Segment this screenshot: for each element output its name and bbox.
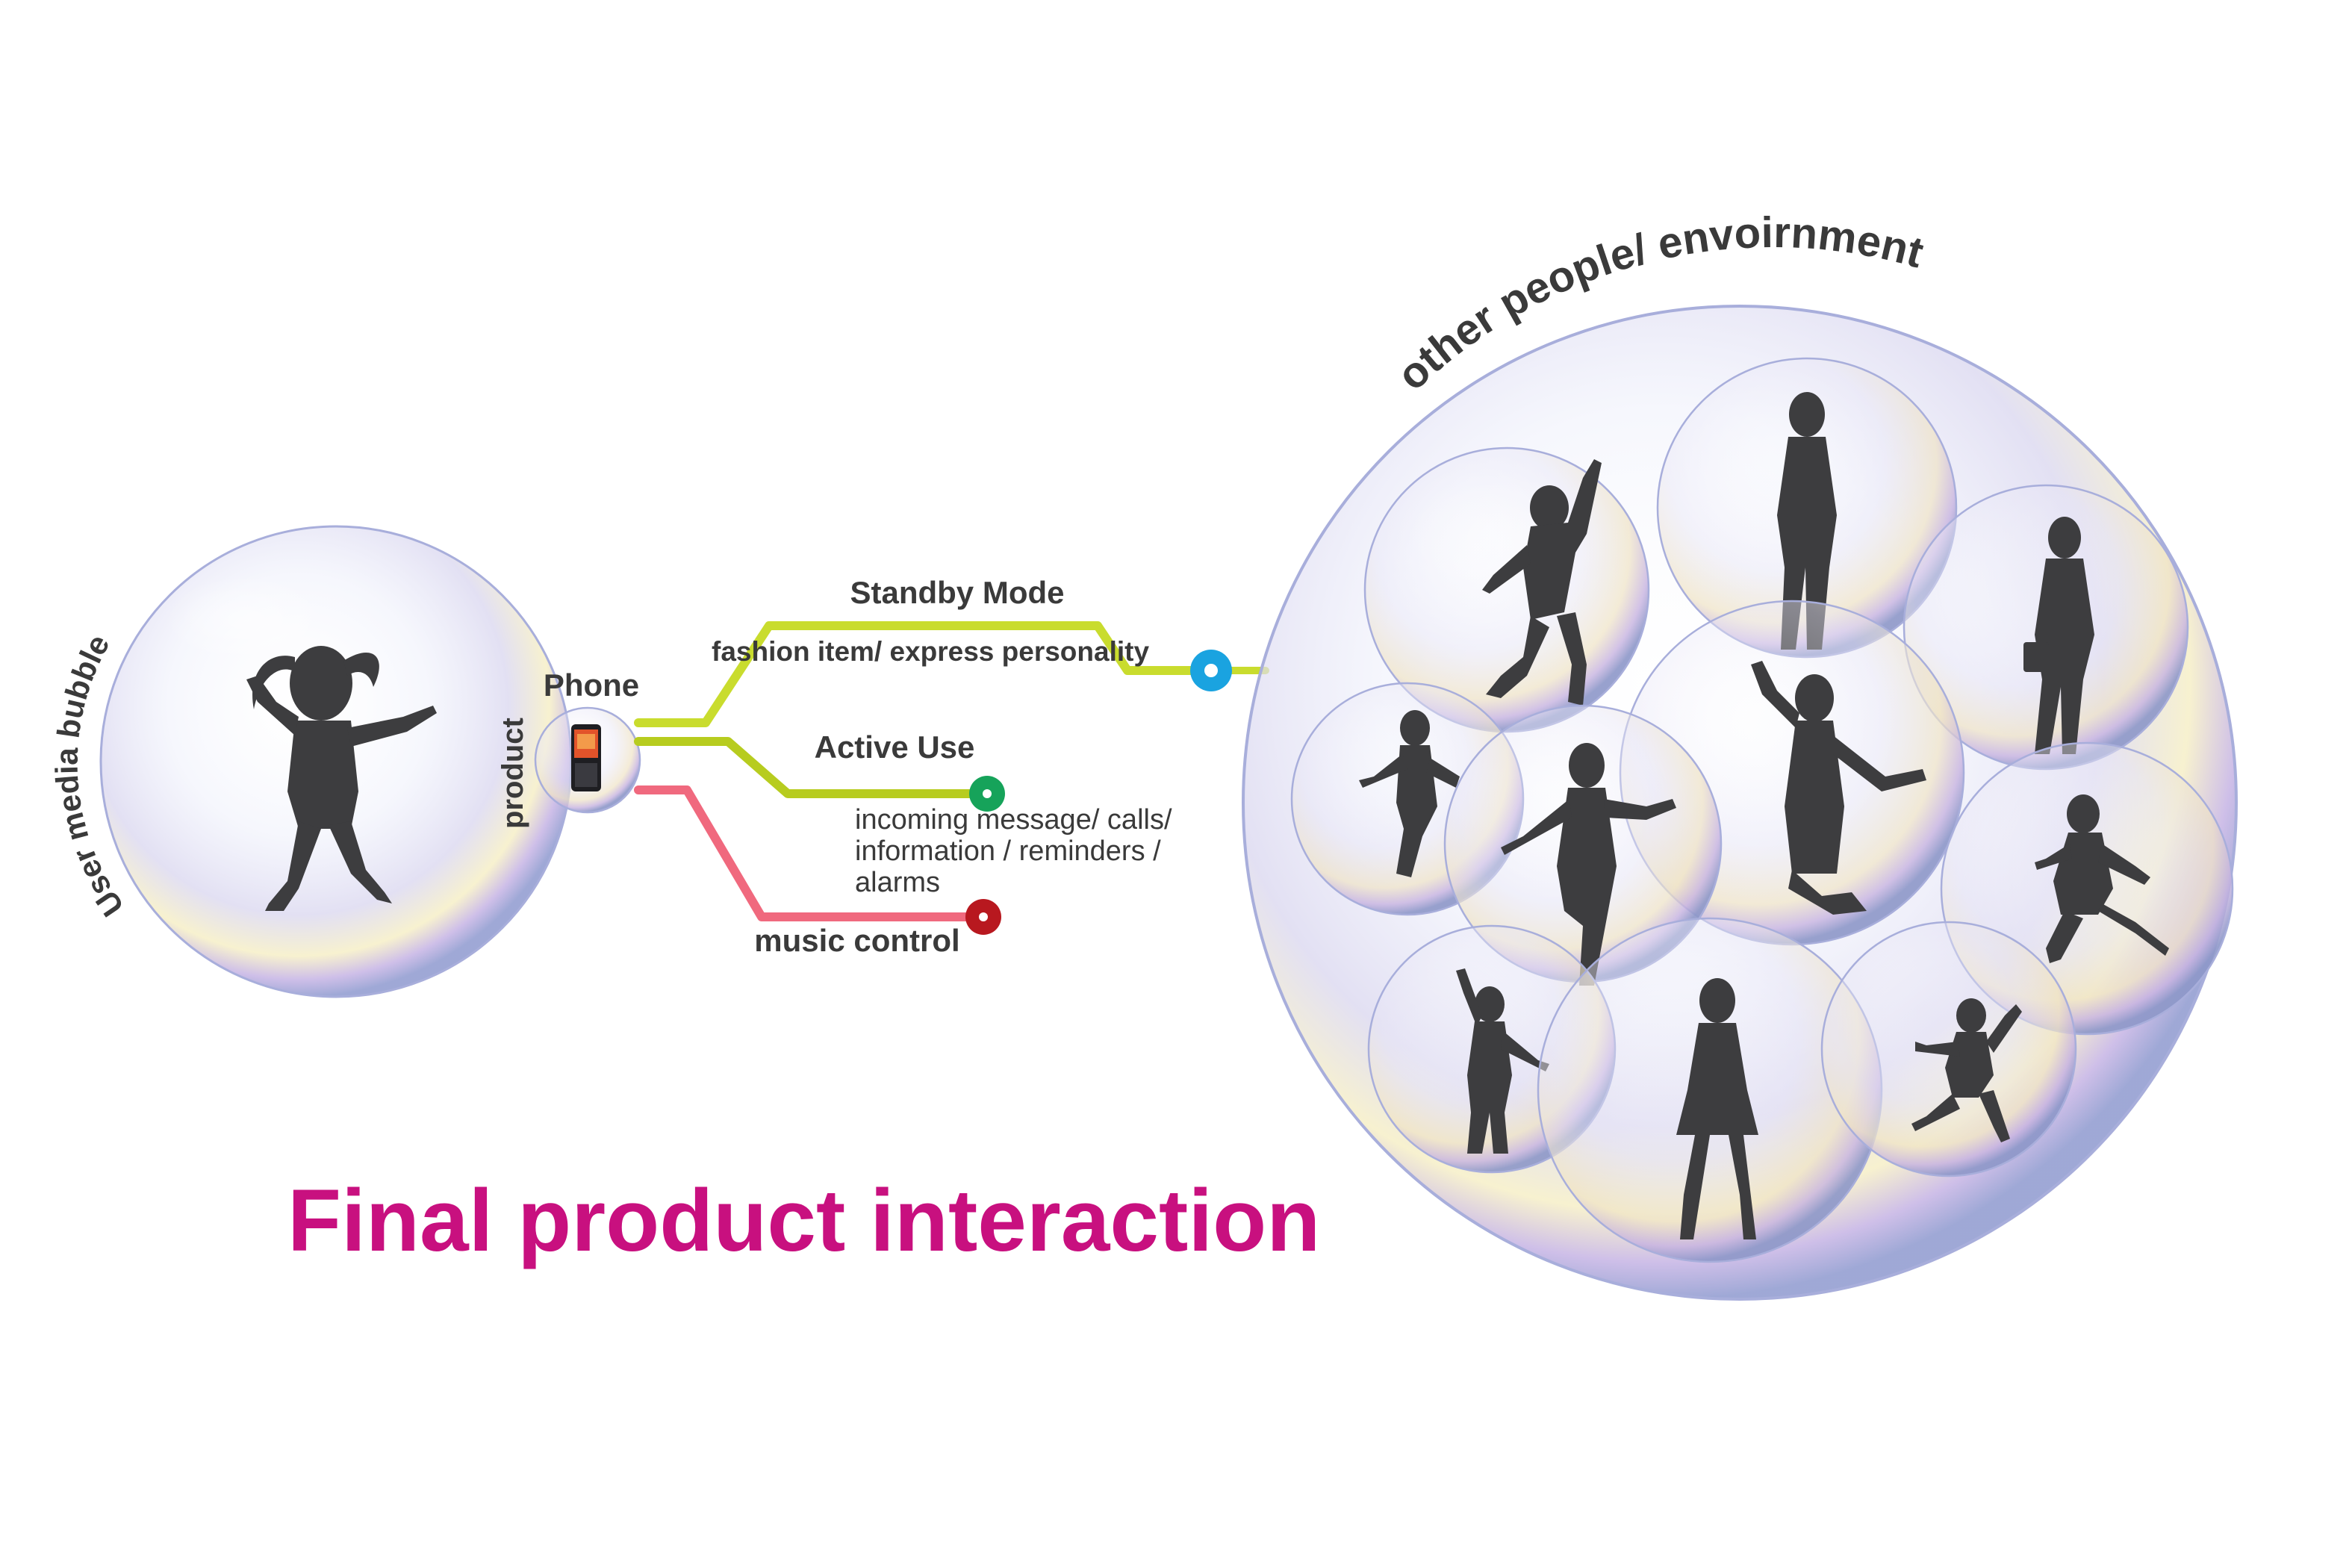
phone-label: Phone — [544, 668, 639, 703]
diagram-title: Final product interaction — [287, 1172, 1320, 1270]
person-bubble — [1820, 921, 2077, 1177]
dancing-woman-silhouette-icon — [1501, 743, 1676, 986]
kid-jumping-silhouette-icon — [1911, 998, 2022, 1142]
running-person-silhouette-icon — [1359, 710, 1460, 877]
connector-lines — [634, 621, 1269, 921]
phone-icon — [571, 724, 601, 791]
music-endpoint-icon — [965, 899, 1001, 935]
active-line — [634, 737, 983, 798]
cheering-person-silhouette-icon — [1456, 968, 1549, 1154]
user-media-bubble — [99, 525, 573, 998]
music-control-heading: music control — [754, 923, 959, 958]
active-endpoint-icon — [969, 776, 1005, 812]
person-bubble — [1656, 357, 1958, 659]
active-use-heading: Active Use — [815, 729, 975, 765]
product-label: product — [497, 718, 529, 829]
environment-bubble — [1242, 305, 2238, 1301]
standby-endpoint-icon — [1190, 650, 1232, 691]
person-bubble — [1443, 704, 1723, 986]
person-bubble — [1903, 484, 2189, 771]
person-bubble — [1537, 917, 1883, 1263]
woman-in-skirt-silhouette-icon — [1676, 978, 1758, 1239]
standby-mode-heading: Standby Mode — [850, 575, 1064, 610]
leaping-woman-silhouette-icon — [1751, 661, 1926, 915]
music-line — [634, 785, 979, 921]
jumping-man-silhouette-icon — [2035, 794, 2169, 963]
standing-woman-silhouette-icon — [1777, 392, 1837, 650]
phone-bubble — [534, 706, 641, 814]
person-bubble — [1363, 447, 1650, 733]
standby-line — [634, 621, 1207, 727]
jumping-person-silhouette-icon — [1482, 459, 1602, 706]
woman-with-bag-silhouette-icon — [2023, 517, 2094, 754]
standby-mode-detail: fashion item/ express personality — [712, 636, 1149, 667]
dancer-silhouette-icon — [246, 646, 437, 911]
active-use-detail: incoming message/ calls/ information / r… — [855, 804, 1180, 898]
